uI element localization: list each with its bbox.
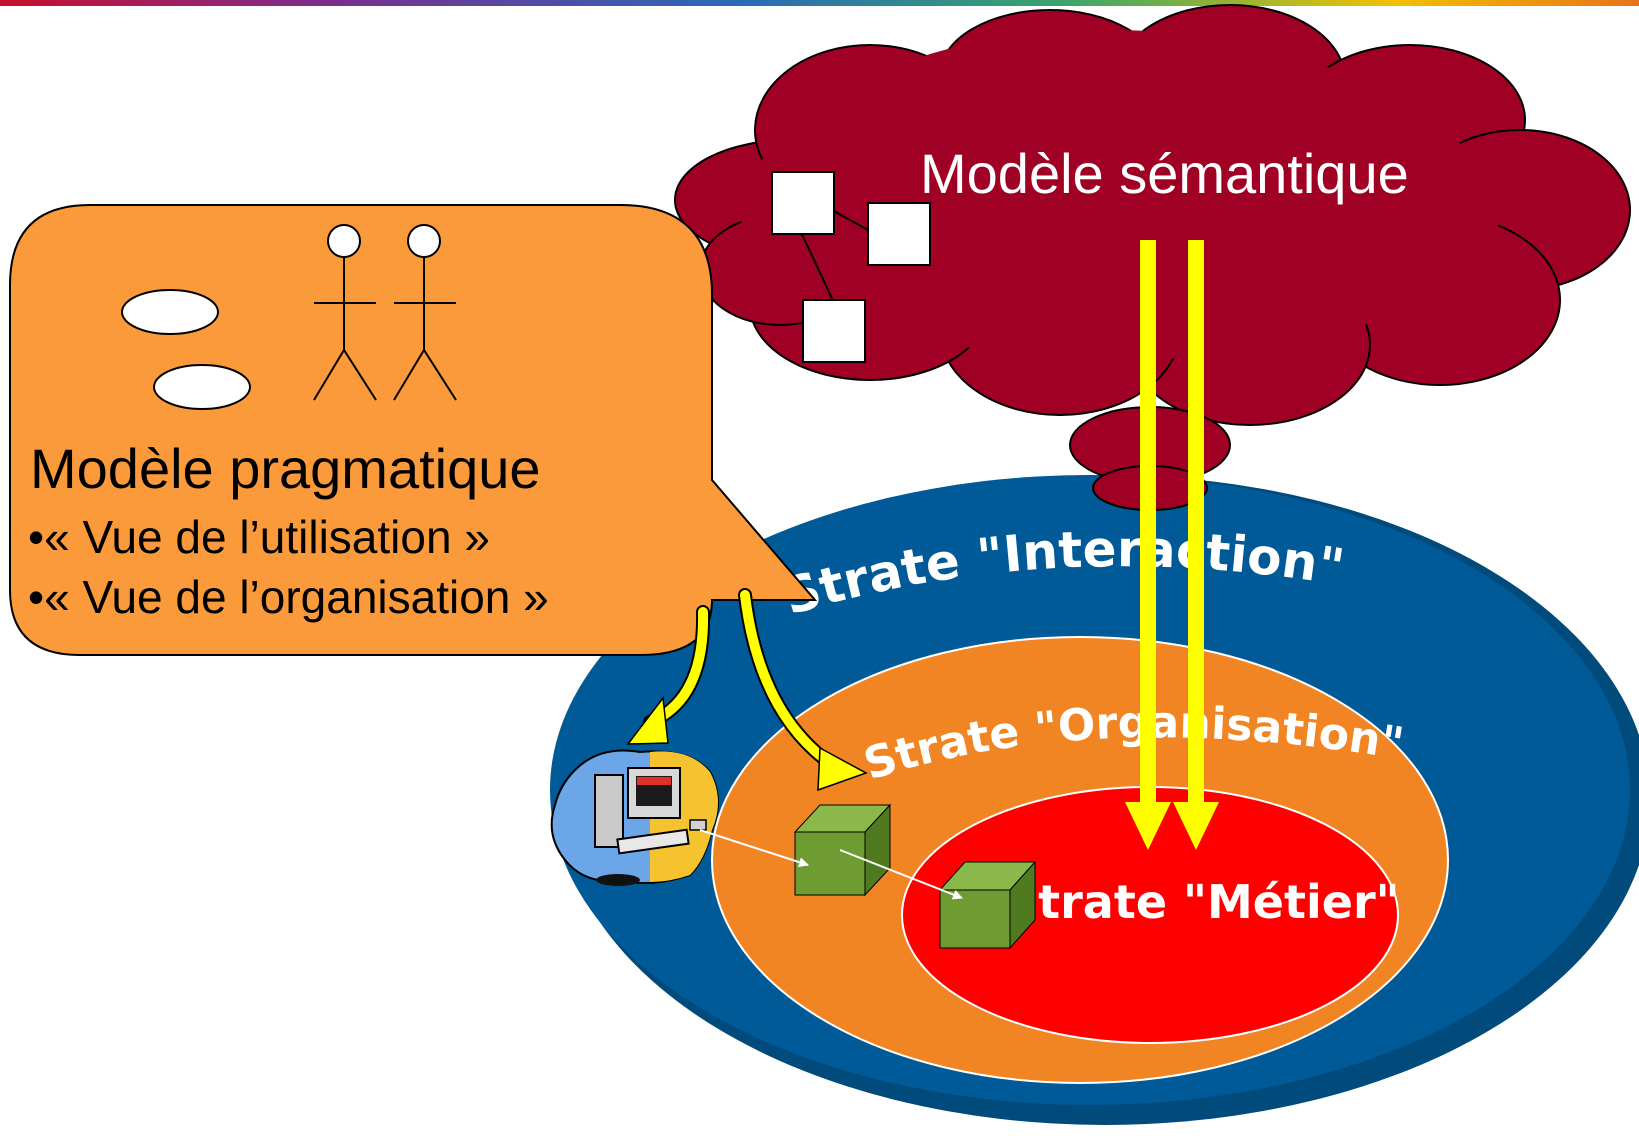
cube-icon: [938, 860, 1037, 950]
semantic-cloud-fill: [740, 30, 1500, 360]
semantic-to-metier-arrow: [1173, 240, 1219, 850]
semantic-to-metier-arrow: [1125, 240, 1171, 850]
pragmatic-to-organisation-arrow: [738, 588, 868, 792]
metier-layer-label: Strate "Métier": [1005, 875, 1400, 929]
ellipse-icon: [153, 364, 251, 410]
stick-figure-icon: [393, 224, 457, 401]
computer-workstation-icon: [550, 749, 719, 886]
pragmatic-item-usage: •« Vue de l’utilisation »: [28, 511, 490, 563]
connector-arrow: [839, 849, 963, 900]
top-color-bar: [0, 0, 1639, 6]
ellipse-icon: [121, 289, 219, 335]
pragmatic-model-title: Modèle pragmatique: [30, 437, 541, 500]
class-diagram-fragment: [771, 171, 931, 363]
pragmatic-item-organisation: •« Vue de l’organisation »: [28, 571, 549, 623]
pragmatic-to-interaction-arrow: [626, 605, 711, 745]
semantic-model-title: Modèle sémantique: [920, 142, 1409, 205]
square-icon: [802, 299, 866, 363]
connector-arrow: [699, 829, 809, 867]
square-icon: [771, 171, 835, 235]
cube-icon: [793, 803, 892, 897]
stick-figure-icon: [313, 224, 377, 401]
square-icon: [867, 202, 931, 266]
